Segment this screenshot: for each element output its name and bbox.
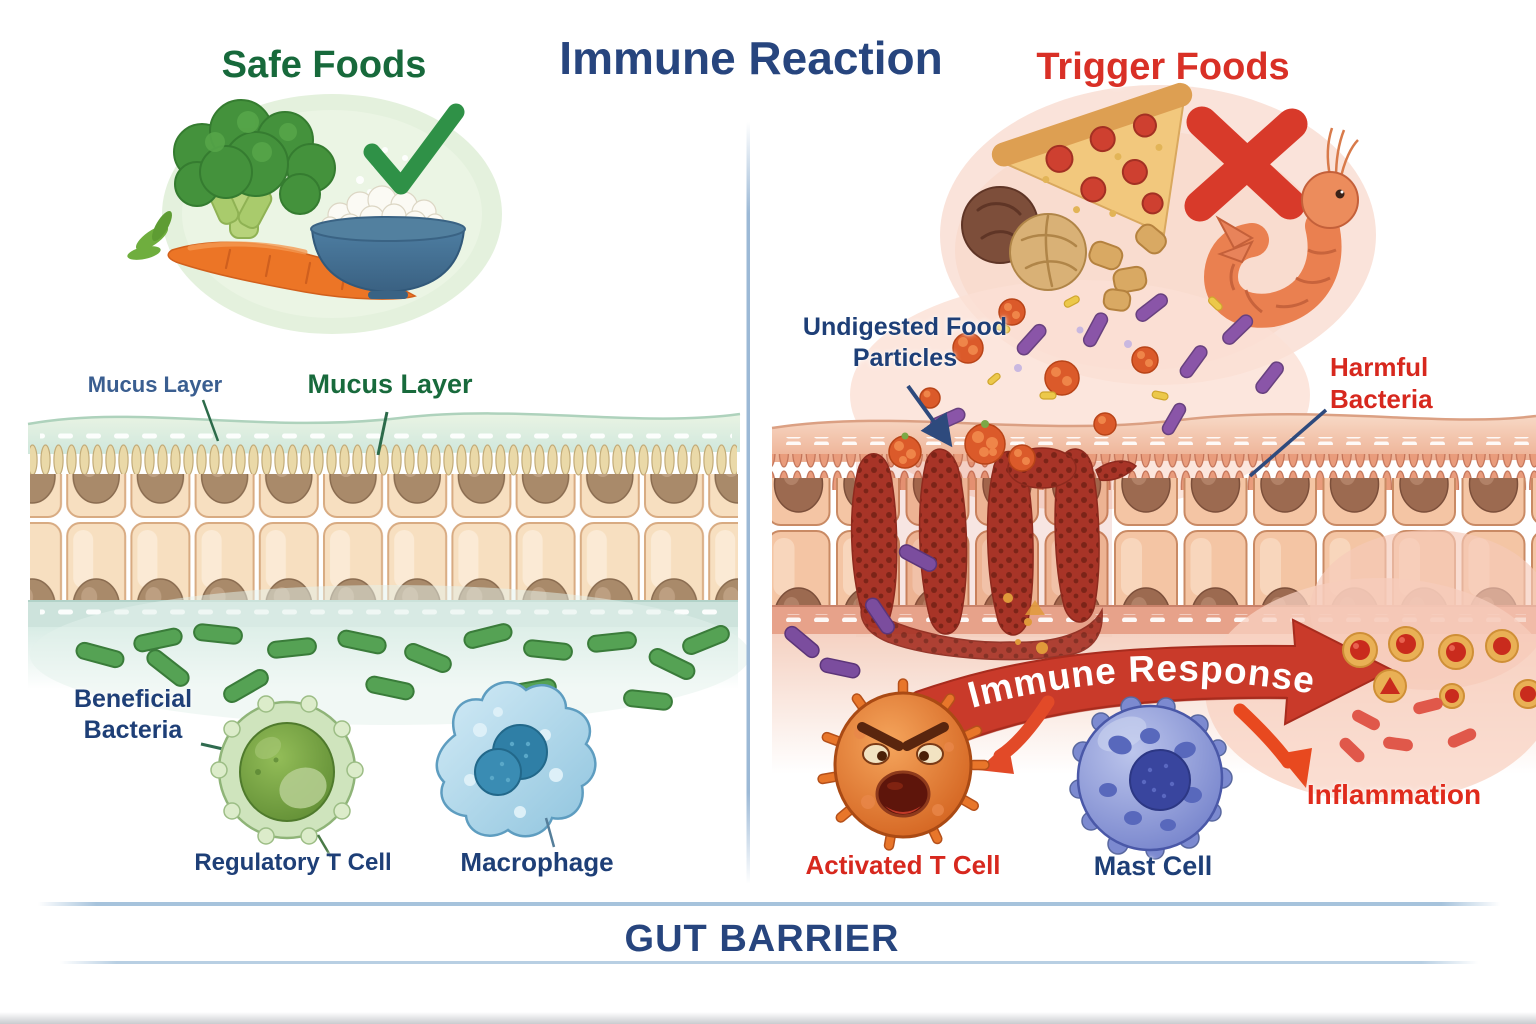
regulatory-t-cell-label: Regulatory T Cell [194,849,392,876]
broccoli-icon [173,99,336,239]
regulatory-pointer-line [316,834,333,858]
mucus-layer-label-small: Mucus Layer [87,372,223,397]
panel-divider [746,122,750,884]
undigested-food-particles-label: Undigested Food Particles [802,313,1008,372]
footer-divider-bottom [60,961,1478,964]
mucus-layer-label-large: Mucus Layer [307,369,473,399]
activated-t-cell-illustration [817,678,990,851]
nuts-icon [1088,223,1167,312]
harmful-pointer-line [1248,408,1328,478]
shrimp-icon [1204,127,1359,328]
trigger-foods-heading: Trigger Foods [1036,46,1290,88]
inflammation-illustration [1339,626,1536,763]
mucus-large-pointer-line [376,411,389,456]
macrophage-pointer-line [544,817,556,848]
harmful-bacteria-label: Harmful Bacteria [1330,352,1433,414]
pizza-icon [991,82,1193,236]
macrophage-illustration [435,681,597,848]
activated-t-cell-label: Activated T Cell [805,850,1001,880]
safe-foods-illustration [127,94,502,334]
page-title: Immune Reaction [559,32,943,84]
undigested-pointer-arrow [906,384,953,448]
mucus-small-pointer-line [201,399,220,442]
gut-barrier-title: GUT BARRIER [624,918,900,960]
macrophage-label: Macrophage [460,847,614,877]
arrow-to-inflammation [1233,703,1312,788]
food-debris-illustration [987,295,1223,654]
rice-bowl-icon [310,147,466,299]
inflammation-label: Inflammation [1306,779,1482,810]
translocated-bacteria-illustration [784,544,938,679]
mast-cell-label: Mast Cell [1093,851,1213,881]
gut-lining-healthy [27,399,750,751]
mast-cell-illustration [1069,696,1233,860]
page-edge-shadow [0,1012,1536,1024]
check-icon [363,103,465,195]
x-icon [1184,106,1308,222]
beneficial-pointer-line [200,742,224,751]
red-blood-cells [1339,626,1536,763]
beneficial-bacteria-label: Beneficial Bacteria [73,685,193,744]
undigested-particles-illustration [888,298,1159,472]
footer-divider-top [38,902,1500,906]
regulatory-t-cell-illustration [210,695,364,858]
safe-foods-heading: Safe Foods [221,44,427,86]
walnut-icon [961,186,1087,291]
